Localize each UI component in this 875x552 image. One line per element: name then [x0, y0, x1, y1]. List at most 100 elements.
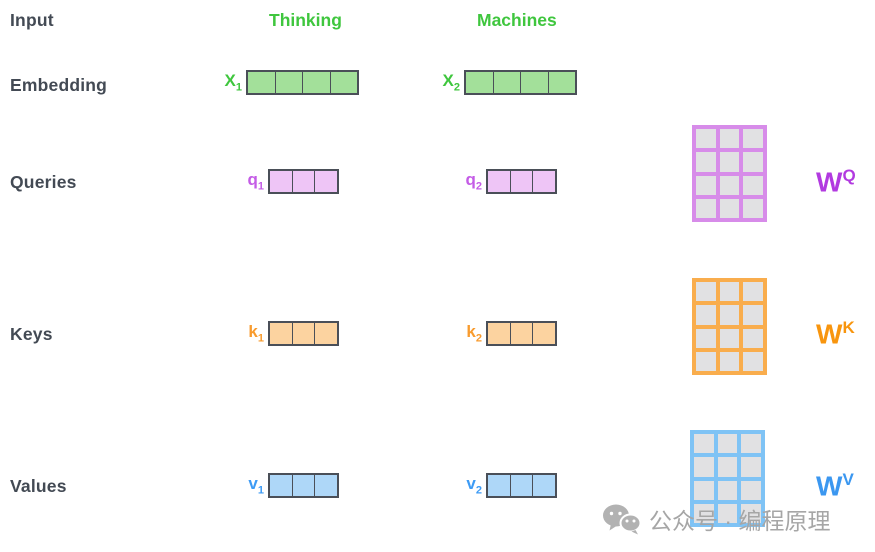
vector-v1-cells	[268, 473, 339, 498]
vector-q1-cells	[268, 169, 339, 194]
vector-v2: v2	[461, 473, 557, 498]
cell	[719, 175, 740, 195]
vector-x2-cells	[464, 70, 577, 95]
cell	[741, 480, 761, 500]
row-label-queries: Queries	[10, 172, 77, 192]
vector-k1-cells	[268, 321, 339, 346]
cell	[302, 72, 330, 93]
wechat-icon	[602, 503, 642, 535]
cell	[696, 129, 716, 149]
vector-q1-label: q1	[247, 169, 264, 193]
cell	[743, 328, 763, 348]
cell	[270, 323, 292, 344]
vector-q2-cells	[486, 169, 557, 194]
vector-v2-label: v2	[466, 473, 482, 497]
row-label-keys: Keys	[10, 324, 53, 344]
cell	[696, 282, 716, 302]
matrix-wq-label: WQ	[816, 166, 856, 198]
cell	[694, 480, 714, 500]
cell	[509, 323, 533, 344]
cell	[547, 72, 575, 93]
cell	[717, 480, 738, 500]
vector-x2: X2	[439, 70, 577, 95]
matrix-wk	[692, 278, 767, 375]
cell	[314, 323, 337, 344]
cell	[719, 351, 740, 371]
cell	[314, 171, 337, 192]
vector-k2-cells	[486, 321, 557, 346]
matrix-wq	[692, 125, 767, 222]
vector-x1-label: X1	[224, 70, 242, 94]
cell	[743, 305, 763, 325]
cell	[329, 72, 357, 93]
matrix-wv-label: WV	[816, 470, 854, 502]
vector-k1: k1	[243, 321, 339, 346]
cell	[743, 282, 763, 302]
cell	[694, 457, 714, 477]
cell	[532, 323, 555, 344]
watermark: 公众号 · 编程原理	[602, 502, 830, 536]
cell	[492, 72, 520, 93]
cell	[696, 152, 716, 172]
cell	[532, 171, 555, 192]
cell	[717, 503, 738, 523]
cell	[696, 328, 716, 348]
watermark-text: 公众号 · 编程原理	[649, 508, 831, 534]
word-machines: Machines	[477, 10, 557, 30]
cell	[741, 457, 761, 477]
row-label-values: Values	[10, 476, 67, 496]
cell	[743, 152, 763, 172]
cell	[291, 171, 315, 192]
cell	[488, 475, 510, 496]
cell	[717, 434, 738, 454]
cell	[694, 503, 714, 523]
vector-q2-label: q2	[465, 169, 482, 193]
cell	[696, 351, 716, 371]
cell	[741, 503, 761, 523]
vector-q1: q1	[243, 169, 339, 194]
vector-k2: k2	[461, 321, 557, 346]
cell	[719, 198, 740, 218]
cell	[694, 434, 714, 454]
cell	[696, 198, 716, 218]
cell	[741, 434, 761, 454]
cell	[743, 351, 763, 371]
cell	[719, 129, 740, 149]
cell	[488, 323, 510, 344]
vector-x1: X1	[221, 70, 359, 95]
cell	[743, 175, 763, 195]
vector-x1-cells	[246, 70, 359, 95]
cell	[248, 72, 275, 93]
cell	[270, 171, 292, 192]
row-label-input: Input	[10, 10, 54, 30]
cell	[743, 129, 763, 149]
cell	[719, 152, 740, 172]
vector-v2-cells	[486, 473, 557, 498]
cell	[532, 475, 555, 496]
cell	[509, 171, 533, 192]
vector-v1: v1	[243, 473, 339, 498]
cell	[719, 305, 740, 325]
cell	[270, 475, 292, 496]
vector-q2: q2	[461, 169, 557, 194]
cell	[291, 323, 315, 344]
vector-k1-label: k1	[248, 321, 264, 345]
cell	[743, 198, 763, 218]
cell	[314, 475, 337, 496]
cell	[509, 475, 533, 496]
vector-x2-label: X2	[442, 70, 460, 94]
cell	[696, 305, 716, 325]
cell	[466, 72, 493, 93]
cell	[696, 175, 716, 195]
cell	[291, 475, 315, 496]
cell	[717, 457, 738, 477]
cell	[274, 72, 302, 93]
vector-v1-label: v1	[248, 473, 264, 497]
word-thinking: Thinking	[269, 10, 342, 30]
row-label-embedding: Embedding	[10, 75, 108, 95]
cell	[719, 328, 740, 348]
cell	[488, 171, 510, 192]
matrix-wk-label: WK	[816, 318, 855, 350]
matrix-wv	[690, 430, 765, 527]
